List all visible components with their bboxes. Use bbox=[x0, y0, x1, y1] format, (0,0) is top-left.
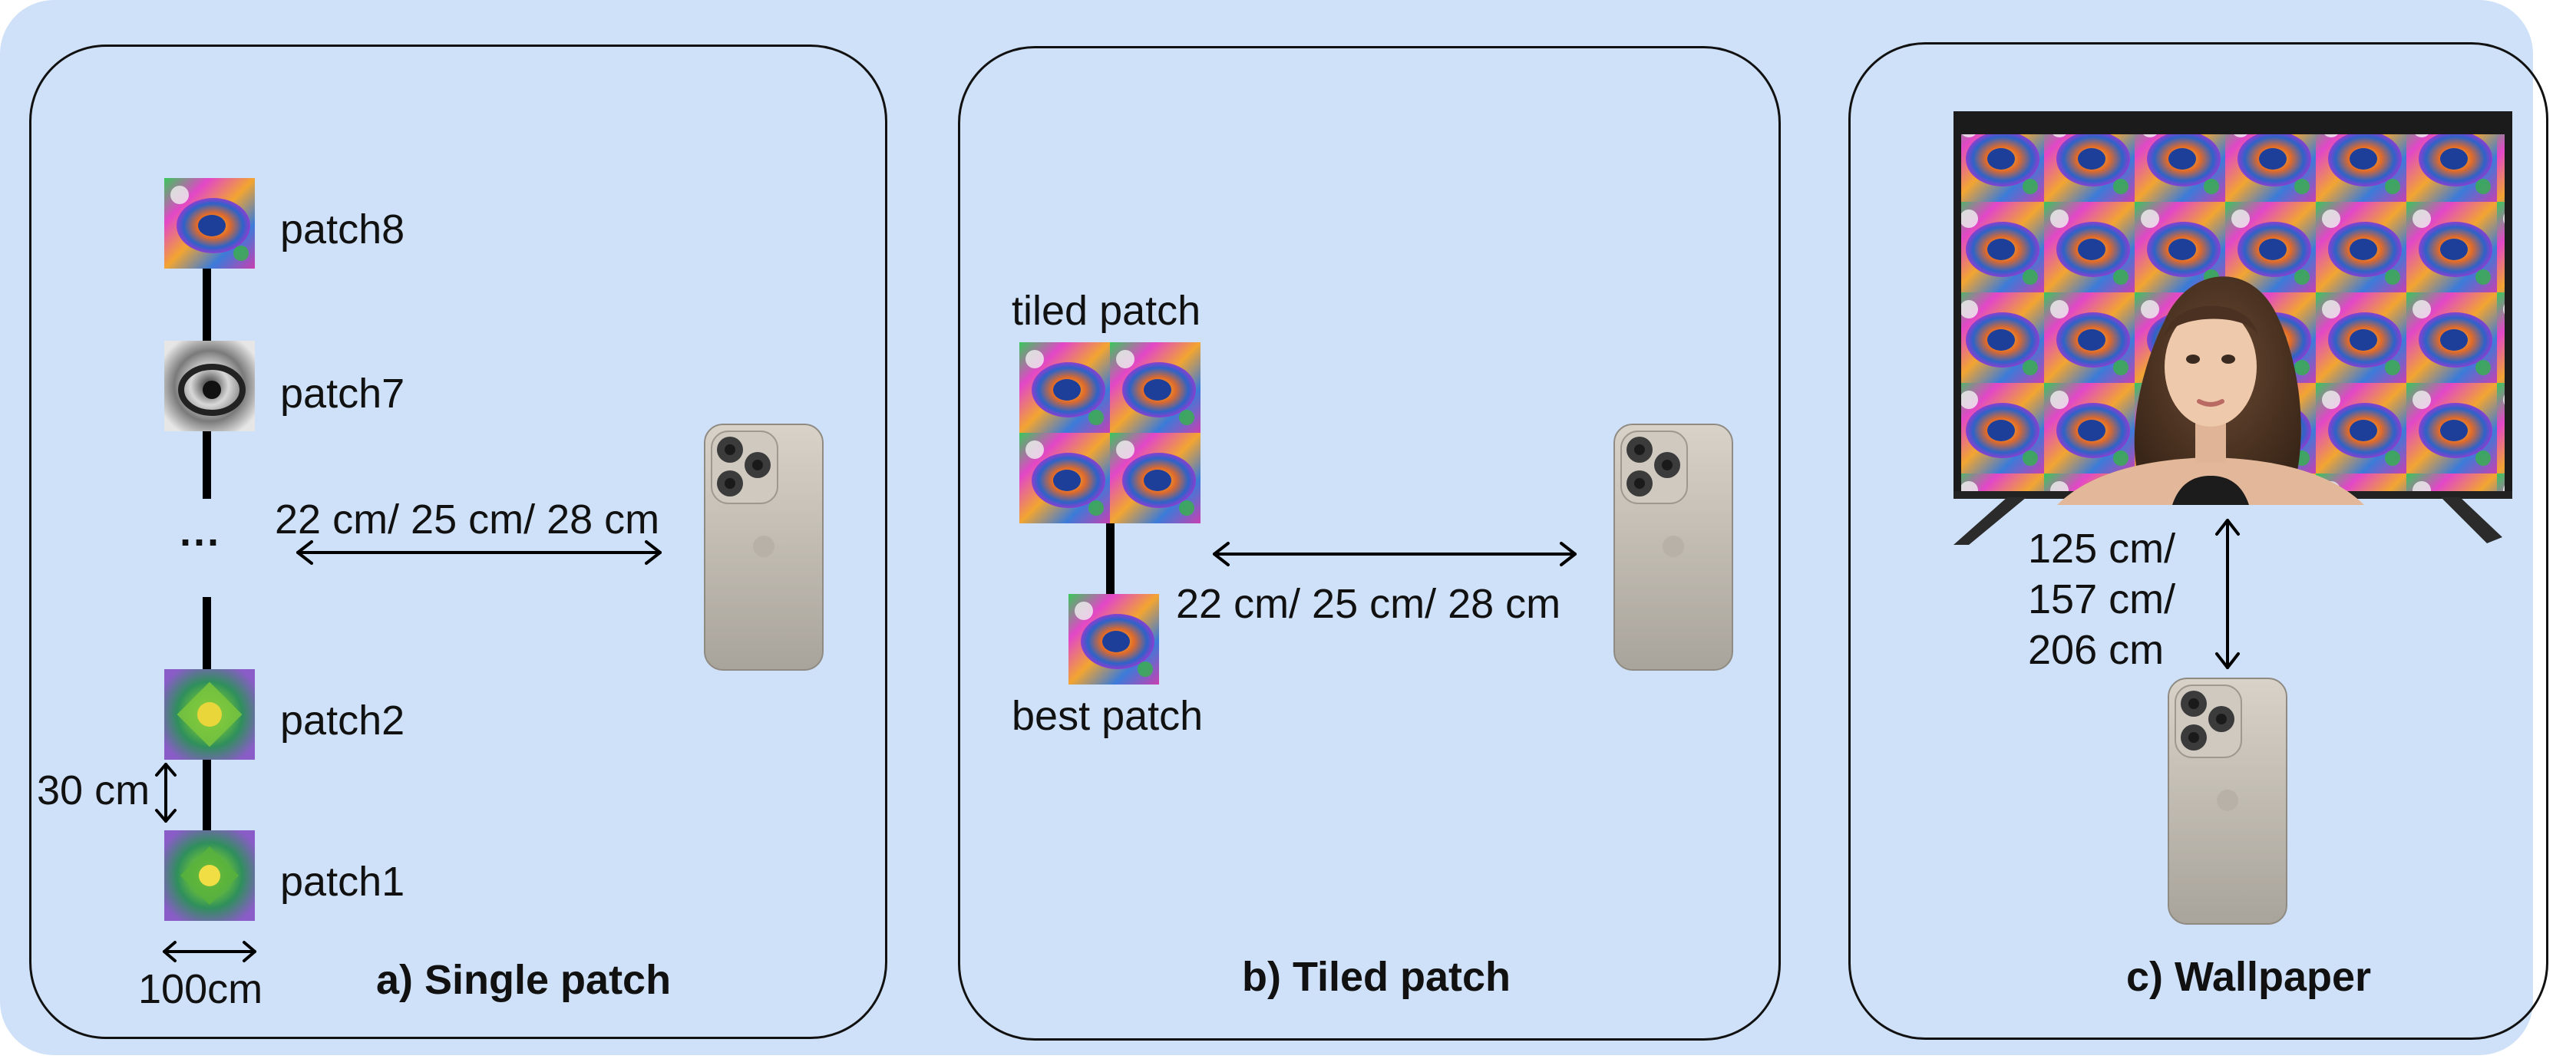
distance-arrow-single bbox=[296, 540, 662, 565]
patch7-label: patch7 bbox=[280, 371, 405, 417]
best-patch-label: best patch bbox=[1012, 693, 1204, 739]
person-image bbox=[2057, 252, 2364, 505]
size-arrow bbox=[163, 941, 256, 962]
panel-title-single: a) Single patch bbox=[376, 957, 672, 1003]
spacing-label: 30 cm bbox=[37, 767, 150, 813]
panel-tiled-patch bbox=[958, 46, 1781, 1041]
smartphone-image bbox=[1613, 424, 1733, 671]
distance-arrow-wallpaper bbox=[2215, 519, 2240, 669]
patch1-label: patch1 bbox=[280, 859, 405, 905]
distance-label-wallpaper-1: 125 cm/ bbox=[2028, 526, 2176, 572]
size-label: 100cm bbox=[138, 966, 263, 1012]
patch1-image bbox=[164, 830, 255, 921]
best-patch-image bbox=[1068, 594, 1159, 685]
distance-label-wallpaper-3: 206 cm bbox=[2028, 627, 2165, 673]
ellipsis: ··· bbox=[180, 520, 221, 566]
patch8-image bbox=[164, 178, 255, 269]
patch8-label: patch8 bbox=[280, 206, 405, 252]
patch7-image bbox=[164, 341, 255, 431]
patch2-label: patch2 bbox=[280, 698, 405, 744]
tiled-column-line bbox=[1106, 523, 1115, 594]
panel-single-patch bbox=[29, 45, 887, 1039]
panel-title-tiled: b) Tiled patch bbox=[1242, 954, 1511, 1000]
distance-label-single: 22 cm/ 25 cm/ 28 cm bbox=[275, 497, 660, 543]
tiled-patch-image bbox=[1019, 342, 1200, 523]
distance-label-tiled: 22 cm/ 25 cm/ 28 cm bbox=[1176, 581, 1561, 627]
panel-title-wallpaper: c) Wallpaper bbox=[2126, 954, 2372, 1000]
panel-wallpaper bbox=[1848, 42, 2548, 1040]
spacing-arrow bbox=[155, 763, 177, 823]
smartphone-image bbox=[704, 424, 824, 671]
distance-label-wallpaper-2: 157 cm/ bbox=[2028, 576, 2176, 622]
tiled-patch-label: tiled patch bbox=[1012, 288, 1201, 334]
smartphone-image bbox=[2168, 678, 2287, 925]
distance-arrow-tiled bbox=[1213, 542, 1577, 566]
patch2-image bbox=[164, 669, 255, 760]
